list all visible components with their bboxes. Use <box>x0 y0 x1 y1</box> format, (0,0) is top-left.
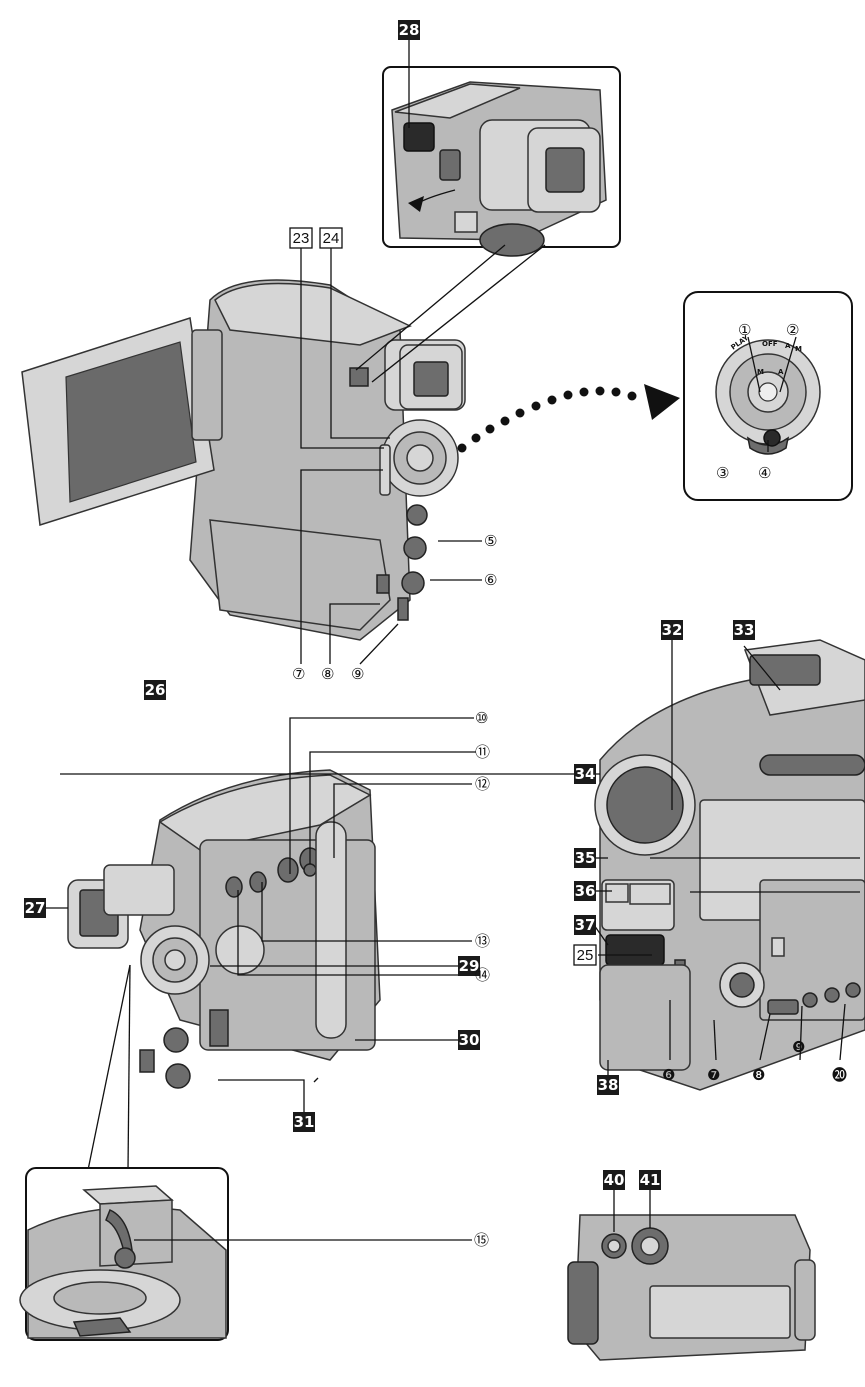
callout-29: 29 <box>458 956 480 976</box>
svg-text:24: 24 <box>323 230 340 247</box>
callout-7: ⑦ <box>292 665 305 683</box>
callout-33: 33 <box>733 620 755 640</box>
callout-35: 35 <box>574 848 596 868</box>
callout-41: 41 <box>639 1170 661 1190</box>
callout-36: 36 <box>574 881 596 901</box>
callout-28: 28 <box>398 20 420 40</box>
callout-10: ⑩ <box>475 709 488 727</box>
callout-16: ❻ <box>662 1066 675 1084</box>
camera-bottom-view <box>567 1214 816 1361</box>
svg-text:27: 27 <box>25 899 46 917</box>
svg-text:38: 38 <box>598 1076 619 1094</box>
svg-text:25: 25 <box>577 947 594 964</box>
callout-14: ⑭ <box>475 966 490 984</box>
svg-text:23: 23 <box>293 230 310 247</box>
callout-25: 25 <box>573 944 597 966</box>
callout-18: ❽ <box>752 1066 765 1084</box>
callout-12: ⑫ <box>475 775 490 793</box>
black-callout-labels: 28 26 27 29 30 31 32 33 <box>24 20 755 1190</box>
svg-text:29: 29 <box>459 957 480 975</box>
callout-27: 27 <box>24 898 46 918</box>
callout-26: 26 <box>144 680 166 700</box>
svg-text:37: 37 <box>575 916 596 934</box>
callout-8: ⑧ <box>321 665 334 683</box>
callout-31: 31 <box>293 1112 315 1132</box>
power-dial-inset: PLAY OFF A M M A <box>683 291 853 501</box>
leader-lines <box>46 40 860 1241</box>
callout-24: 24 <box>319 227 343 249</box>
dial-off-label: OFF <box>762 340 778 348</box>
dotted-arrow-icon <box>457 384 680 453</box>
camera-front-view <box>594 639 865 1091</box>
callout-15: ⑮ <box>474 1231 489 1249</box>
callout-19: ❾ <box>792 1038 805 1056</box>
svg-text:28: 28 <box>399 21 420 39</box>
svg-text:26: 26 <box>145 681 166 699</box>
boxed-callout-labels: 23 24 25 <box>289 227 597 966</box>
svg-text:41: 41 <box>640 1171 661 1189</box>
callout-13: ⑬ <box>475 932 490 950</box>
callout-4: ④ <box>758 464 771 482</box>
svg-text:35: 35 <box>575 849 596 867</box>
dial-a-label: A <box>785 342 791 350</box>
callout-30: 30 <box>458 1030 480 1050</box>
callout-38: 38 <box>597 1075 619 1095</box>
svg-text:30: 30 <box>459 1031 480 1049</box>
callout-2: ② <box>786 321 799 339</box>
callout-34: 34 <box>574 764 596 784</box>
callout-1: ① <box>738 321 751 339</box>
callout-3: ③ <box>716 464 729 482</box>
callout-9: ⑨ <box>351 665 364 683</box>
svg-text:M: M <box>757 368 764 376</box>
camera-rear-view <box>67 769 381 1089</box>
callout-40: 40 <box>603 1170 625 1190</box>
circled-callout-labels: ① ② ③ ④ ⑤ ⑥ ⑦ ⑧ ⑨ ⑩ ⑪ ⑫ ⑬ ⑭ ⑮ ❻ ❼ ❽ ❾ ⓴ <box>292 321 847 1249</box>
svg-text:A: A <box>778 368 784 376</box>
lever-detail-inset <box>19 1167 229 1341</box>
viewfinder-detail-inset <box>382 66 621 257</box>
dial-m-label: M <box>795 345 802 353</box>
callout-11: ⑪ <box>475 743 490 761</box>
svg-text:34: 34 <box>575 765 596 783</box>
svg-text:40: 40 <box>604 1171 625 1189</box>
callout-37: 37 <box>574 915 596 935</box>
callout-5: ⑤ <box>484 532 497 550</box>
callout-32: 32 <box>661 620 683 640</box>
svg-text:32: 32 <box>662 621 683 639</box>
svg-text:31: 31 <box>294 1113 315 1131</box>
svg-text:33: 33 <box>734 621 755 639</box>
callout-20: ⓴ <box>832 1066 847 1084</box>
svg-text:36: 36 <box>575 882 596 900</box>
callout-23: 23 <box>289 227 313 249</box>
callout-6: ⑥ <box>484 571 497 589</box>
camera-lcd-view <box>21 279 466 641</box>
callout-17: ❼ <box>707 1066 720 1084</box>
